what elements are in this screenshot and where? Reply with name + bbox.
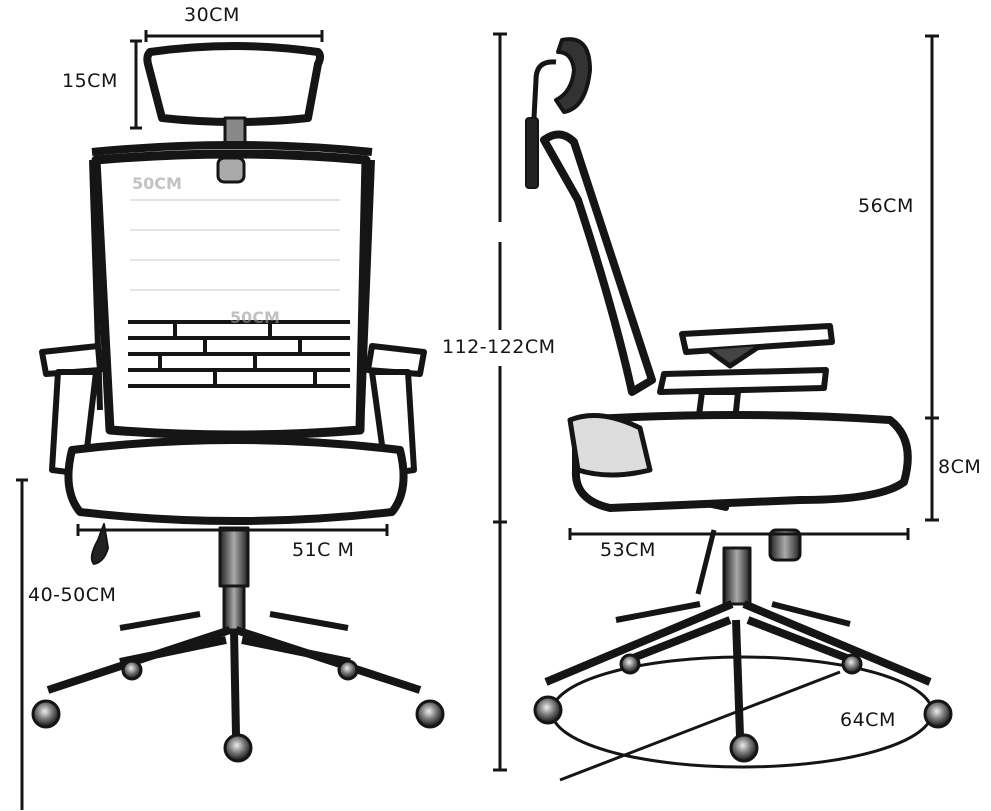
seat-thickness-label: 8CM bbox=[938, 456, 982, 478]
headrest bbox=[143, 42, 324, 126]
seat-width-label: 51C M bbox=[292, 539, 355, 561]
side-base bbox=[544, 600, 932, 737]
seat-depth-label: 53CM bbox=[600, 539, 656, 561]
lumbar-support bbox=[128, 320, 350, 388]
front-dimension-lines bbox=[16, 30, 389, 810]
backrest-width-ghost-label: 50CM bbox=[132, 174, 182, 193]
side-dimension-lines bbox=[493, 32, 939, 772]
side-chair bbox=[525, 37, 953, 782]
lumbar-ghost-label: 50CM bbox=[230, 308, 280, 327]
seat bbox=[64, 436, 408, 525]
seat-height-label: 40-50CM bbox=[28, 584, 117, 606]
headrest-width-label: 30CM bbox=[184, 4, 240, 26]
backrest-height-label: 56CM bbox=[858, 195, 914, 217]
side-backrest bbox=[540, 130, 656, 396]
total-height-label: 112-122CM bbox=[442, 336, 556, 358]
headrest-height-label: 15CM bbox=[62, 70, 118, 92]
side-headrest bbox=[554, 37, 592, 114]
base-diameter-label: 64CM bbox=[840, 709, 896, 731]
gas-cylinder bbox=[218, 526, 250, 588]
front-base bbox=[46, 626, 422, 736]
wheels bbox=[31, 659, 445, 763]
side-armrest bbox=[679, 323, 835, 355]
backrest bbox=[91, 149, 371, 440]
front-chair bbox=[31, 42, 445, 763]
side-seat bbox=[571, 411, 912, 512]
